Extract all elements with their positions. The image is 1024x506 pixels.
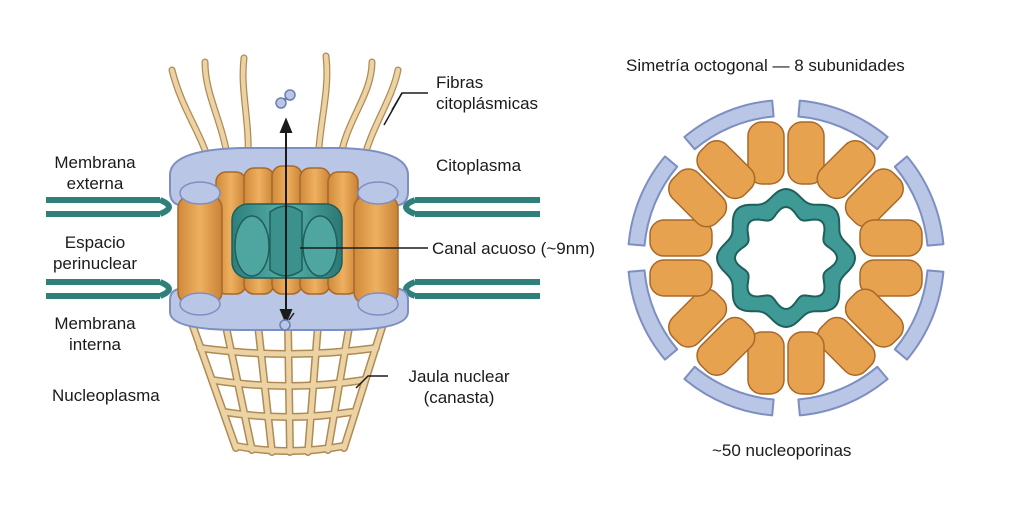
label-line: Membrana [54, 314, 136, 333]
inner-membrane [46, 279, 540, 299]
subunit [859, 219, 923, 297]
ring-block [627, 269, 679, 361]
label-line: Espacio [64, 233, 126, 252]
subunit [747, 121, 825, 185]
label-line: externa [66, 174, 124, 193]
ring-block [683, 99, 775, 151]
ring-block [627, 155, 679, 247]
ring-block [893, 269, 945, 361]
transport-arrow [279, 117, 293, 325]
leader-lines [300, 92, 428, 389]
label-perinuclear-space: Espacio perinuclear [40, 232, 150, 274]
subunit [668, 140, 756, 228]
label-symmetry-title: Simetría octogonal — 8 subunidades [626, 56, 905, 75]
subunit [747, 331, 825, 395]
outer-ring-blocks [627, 99, 945, 417]
label-line: Membrana [54, 153, 136, 172]
label-line: Fibras [436, 73, 484, 92]
label-line: interna [69, 335, 121, 354]
ring-block [797, 99, 889, 151]
label-line: (canasta) [423, 388, 495, 407]
label-cytoplasmic-fibers: Fibras citoplásmicas [436, 72, 538, 114]
central-channel-ring [715, 187, 857, 329]
nuclear-basket [186, 314, 389, 456]
pore-top-view [627, 99, 945, 417]
ring-block [797, 365, 889, 417]
octagonal-subunits [649, 121, 923, 395]
label-nuclear-basket: Jaula nuclear (canasta) [394, 366, 524, 408]
subunit [668, 288, 756, 376]
label-nucleoporins: ~50 nucleoporinas [712, 441, 852, 460]
cargo-molecule [275, 89, 296, 331]
outer-membrane [46, 197, 540, 217]
ring-block [683, 365, 775, 417]
membrane-clamps [179, 181, 399, 316]
label-line: perinuclear [52, 254, 138, 273]
label-nucleoplasm: Nucleoplasma [52, 386, 160, 405]
label-cytoplasm: Citoplasma [436, 156, 522, 175]
label-inner-membrane: Membrana interna [40, 313, 150, 355]
label-line: Jaula nuclear [408, 367, 510, 386]
label-outer-membrane: Membrana externa [40, 152, 150, 194]
subunit [816, 140, 904, 228]
label-aqueous-channel: Canal acuoso (~9nm) [432, 239, 596, 258]
ring-block [893, 155, 945, 247]
label-line: citoplásmicas [436, 94, 539, 113]
subunit [816, 288, 904, 376]
subunit [649, 219, 713, 297]
